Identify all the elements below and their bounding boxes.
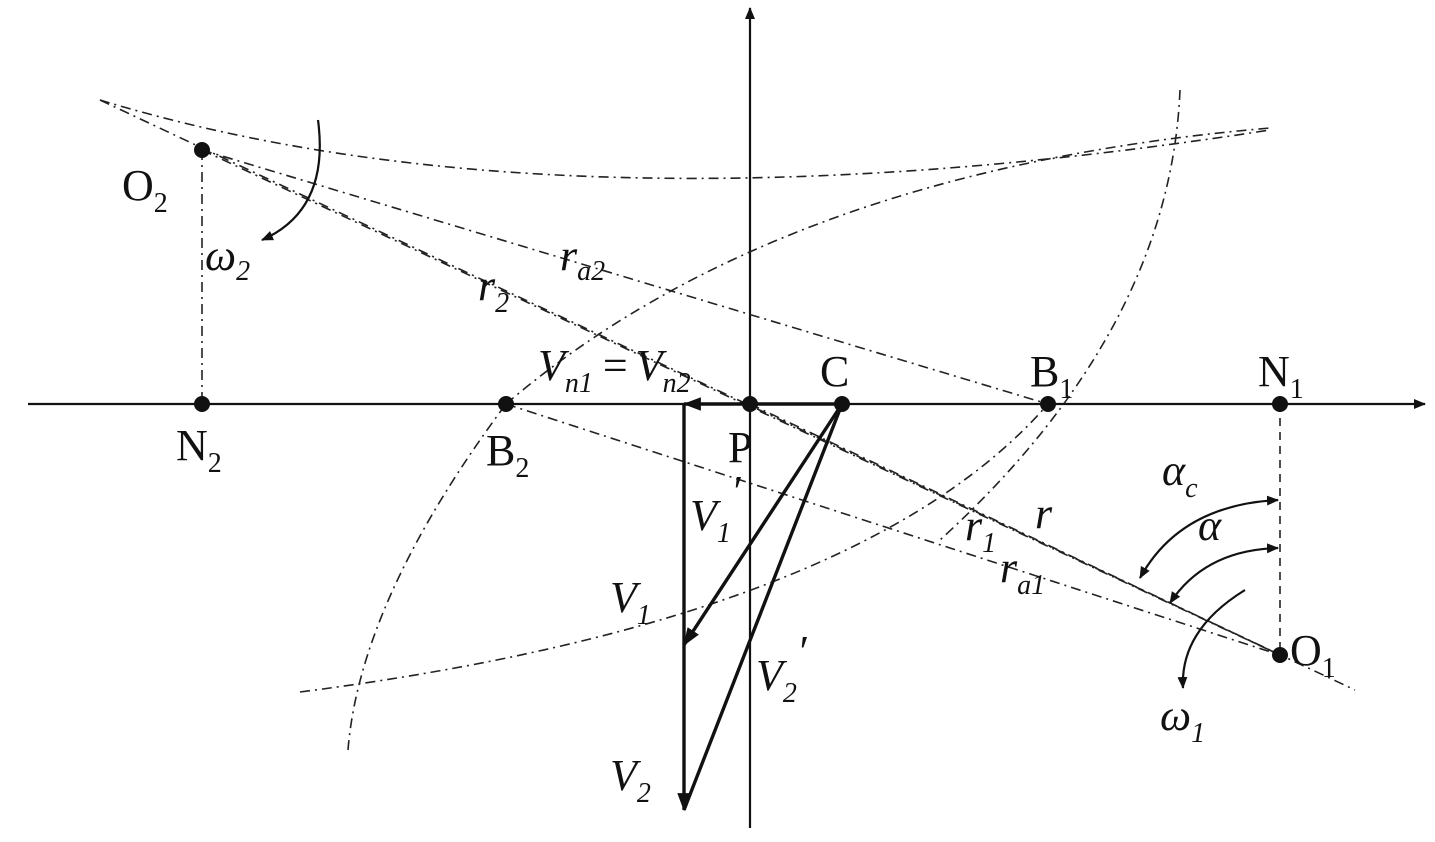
alpha-arc: [1169, 543, 1279, 604]
label-O2: O2: [122, 161, 168, 219]
point-B1: [1040, 396, 1056, 412]
label-vn: Vn1=Vn2: [538, 341, 691, 399]
line-r2: [201, 149, 1049, 405]
label-omega2: ω2: [205, 231, 250, 287]
point-C: [834, 396, 850, 412]
gear1-arc-lower: [299, 403, 1049, 693]
label-omega1: ω1: [1160, 691, 1205, 749]
V2prime-vector: [682, 403, 844, 811]
alpha-c-arc: [1139, 495, 1279, 579]
point-O1: [1272, 647, 1288, 663]
label-r: r: [1035, 489, 1053, 538]
label-r2: r2: [478, 261, 509, 319]
label-alpha: α: [1198, 501, 1222, 550]
label-V2prime: V2′: [756, 627, 808, 709]
point-O2: [194, 142, 210, 158]
omega2-rotation-arrow: [261, 119, 321, 242]
label-r1: r1: [965, 501, 996, 559]
point-B2: [498, 396, 514, 412]
point-P: [742, 396, 758, 412]
label-V2: V2: [610, 751, 651, 809]
label-ra2: ra2: [560, 231, 605, 287]
label-alphac: αc: [1162, 446, 1198, 504]
omega1-rotation-arrow: [1177, 589, 1246, 689]
label-ra1: ra1: [1000, 543, 1045, 601]
label-N1: N1: [1258, 347, 1304, 405]
line-ra1: [505, 403, 1281, 656]
gear1-arc-upper: [505, 127, 1271, 405]
point-N1: [1272, 396, 1288, 412]
point-N2: [194, 396, 210, 412]
gear2-addendum-arc: [99, 99, 1271, 180]
label-B2: B2: [486, 426, 529, 484]
label-O1: O1: [1290, 626, 1336, 684]
label-N2: N2: [176, 421, 222, 479]
label-V1prime: V1′: [690, 467, 742, 549]
label-V1: V1: [610, 573, 651, 631]
label-P: P: [728, 423, 752, 472]
gear2-circle-right: [939, 89, 1181, 541]
label-C: C: [820, 347, 849, 396]
V1prime-vector: [682, 403, 844, 646]
label-B1: B1: [1030, 347, 1073, 405]
line-r1: [749, 403, 1281, 656]
gear2-circle-left: [347, 403, 507, 751]
